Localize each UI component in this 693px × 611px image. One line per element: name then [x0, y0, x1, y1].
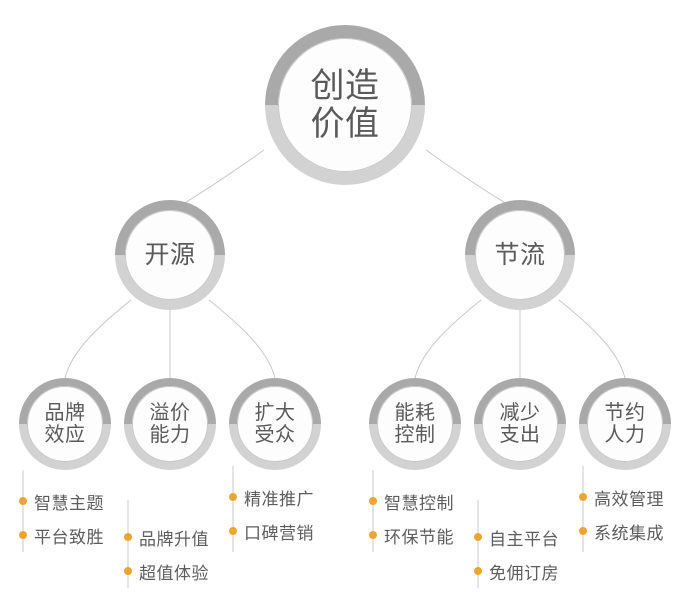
- node-leaf-label-line-1: 品牌: [44, 401, 86, 424]
- node-leaf-label-line-2: 人力: [604, 424, 646, 446]
- bullet-label: 高效管理: [594, 489, 664, 509]
- list-item[interactable]: 智慧控制: [369, 484, 454, 518]
- node-leaf-pinpai-xiaoying-disc: 品牌 效应: [27, 386, 103, 462]
- node-leaf-jieyue-renli[interactable]: 节约 人力: [579, 378, 671, 470]
- bullet-dot-icon: [229, 527, 237, 535]
- node-leaf-jieyue-renli-disc: 节约 人力: [587, 386, 663, 462]
- node-leaf-label-line-2: 控制: [394, 424, 436, 446]
- bullet-label: 系统集成: [594, 523, 664, 543]
- node-branch-jieliu-label: 节流: [494, 241, 546, 269]
- bullet-label: 智慧控制: [384, 493, 454, 513]
- list-item[interactable]: 精准推广: [229, 480, 314, 514]
- list-item[interactable]: 免佣订房: [474, 554, 559, 588]
- bullet-dot-icon: [579, 527, 587, 535]
- node-leaf-yijia-nengli[interactable]: 溢价 能力: [124, 378, 216, 470]
- node-root-label-line-1: 创造: [310, 66, 380, 105]
- bullet-dot-icon: [369, 497, 377, 505]
- node-leaf-jianshao-zhichu-inner-ring: 减少 支出: [482, 386, 558, 462]
- bullet-dot-icon: [124, 567, 132, 575]
- node-leaf-yijia-nengli-inner-ring: 溢价 能力: [132, 386, 208, 462]
- list-item[interactable]: 超值体验: [124, 554, 209, 588]
- node-leaf-label-line-2: 能力: [149, 424, 191, 446]
- bullet-group-kuoda-shouzhong: 精准推广 口碑营销: [229, 480, 314, 548]
- connector-kaiyuan-to-pinpai: [64, 299, 132, 379]
- bullet-dot-icon: [19, 531, 27, 539]
- node-leaf-kuoda-shouzhong-disc: 扩大 受众: [237, 386, 313, 462]
- bullet-label: 环保节能: [384, 527, 454, 547]
- node-leaf-pinpai-xiaoying-inner-ring: 品牌 效应: [27, 386, 103, 462]
- bullet-label: 平台致胜: [34, 527, 104, 547]
- list-item[interactable]: 品牌升值: [124, 520, 209, 554]
- node-branch-kaiyuan-inner-ring: 开源: [125, 210, 215, 300]
- connector-jieliu-to-nenghao: [414, 299, 482, 379]
- bullet-group-jianshao-zhichu: 自主平台 免佣订房: [474, 520, 559, 588]
- bullet-label: 免佣订房: [489, 563, 559, 583]
- node-branch-jieliu[interactable]: 节流: [465, 200, 575, 310]
- list-item[interactable]: 口碑营销: [229, 514, 314, 548]
- node-branch-kaiyuan-label: 开源: [144, 241, 196, 269]
- bullet-dot-icon: [19, 497, 27, 505]
- node-root-disc: 创造 价值: [278, 38, 412, 172]
- node-root[interactable]: 创造 价值: [265, 25, 425, 185]
- bullet-dot-icon: [124, 533, 132, 541]
- bullet-label: 超值体验: [139, 563, 209, 583]
- bullet-group-nenghao-kongzhi: 智慧控制 环保节能: [369, 484, 454, 552]
- bullet-dot-icon: [579, 493, 587, 501]
- node-root-inner-ring: 创造 价值: [278, 38, 412, 172]
- node-leaf-label-line-1: 节约: [604, 401, 646, 424]
- node-leaf-pinpai-xiaoying[interactable]: 品牌 效应: [19, 378, 111, 470]
- node-leaf-label-line-2: 支出: [499, 424, 541, 446]
- node-leaf-kuoda-shouzhong[interactable]: 扩大 受众: [229, 378, 321, 470]
- bullet-group-pinpai-xiaoying: 智慧主题 平台致胜: [19, 484, 104, 552]
- list-item[interactable]: 智慧主题: [19, 484, 104, 518]
- list-item[interactable]: 环保节能: [369, 518, 454, 552]
- node-branch-kaiyuan-disc: 开源: [125, 210, 215, 300]
- node-branch-jieliu-disc: 节流: [475, 210, 565, 300]
- bullet-group-jieyue-renli: 高效管理 系统集成: [579, 480, 664, 548]
- node-leaf-jianshao-zhichu[interactable]: 减少 支出: [474, 378, 566, 470]
- bullet-label: 精准推广: [244, 489, 314, 509]
- bullet-dot-icon: [369, 531, 377, 539]
- node-branch-kaiyuan[interactable]: 开源: [115, 200, 225, 310]
- bullet-dot-icon: [229, 493, 237, 501]
- node-root-label-line-2: 价值: [310, 105, 380, 143]
- node-leaf-nenghao-kongzhi-inner-ring: 能耗 控制: [377, 386, 453, 462]
- bullet-label: 品牌升值: [139, 529, 209, 549]
- node-leaf-label-line-1: 溢价: [149, 401, 191, 424]
- list-item[interactable]: 系统集成: [579, 514, 664, 548]
- node-leaf-nenghao-kongzhi-disc: 能耗 控制: [377, 386, 453, 462]
- list-item[interactable]: 平台致胜: [19, 518, 104, 552]
- node-leaf-label-line-2: 受众: [254, 424, 296, 446]
- bullet-dot-icon: [474, 533, 482, 541]
- node-branch-jieliu-inner-ring: 节流: [475, 210, 565, 300]
- list-item[interactable]: 高效管理: [579, 480, 664, 514]
- connector-kaiyuan-to-kuoda: [208, 299, 276, 379]
- node-leaf-label-line-1: 能耗: [394, 401, 436, 424]
- bullet-group-yijia-nengli: 品牌升值 超值体验: [124, 520, 209, 588]
- node-leaf-label-line-1: 减少: [499, 401, 541, 424]
- bullet-label: 自主平台: [489, 529, 559, 549]
- node-leaf-jieyue-renli-inner-ring: 节约 人力: [587, 386, 663, 462]
- bullet-label: 口碑营销: [244, 523, 314, 543]
- node-leaf-label-line-2: 效应: [44, 424, 86, 446]
- bullet-label: 智慧主题: [34, 493, 104, 513]
- node-leaf-nenghao-kongzhi[interactable]: 能耗 控制: [369, 378, 461, 470]
- node-leaf-kuoda-shouzhong-inner-ring: 扩大 受众: [237, 386, 313, 462]
- list-item[interactable]: 自主平台: [474, 520, 559, 554]
- node-leaf-jianshao-zhichu-disc: 减少 支出: [482, 386, 558, 462]
- node-leaf-label-line-1: 扩大: [254, 401, 296, 424]
- bullet-dot-icon: [474, 567, 482, 575]
- connector-jieliu-to-jieyue: [558, 299, 626, 379]
- node-leaf-yijia-nengli-disc: 溢价 能力: [132, 386, 208, 462]
